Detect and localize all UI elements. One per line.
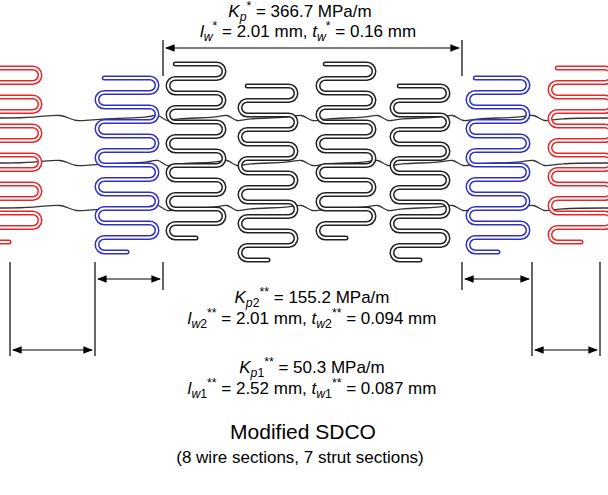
wire-outline [240,86,296,260]
wire-core [0,68,40,242]
wire-core [168,64,224,238]
wire-section [240,86,296,260]
wire-section [392,86,448,260]
dimension-label: lw* = 2.01 mm, tw* = 0.16 mm [200,22,416,42]
wire-section [550,68,608,242]
wire-core [97,78,157,252]
wire-section [318,64,374,238]
wire-outline [0,68,40,242]
stiffness-label: Kp* = 366.7 MPa/m [228,2,371,22]
wire-core [318,64,374,238]
dimension-label: lw2** = 2.01 mm, tw2** = 0.094 mm [188,309,437,329]
wire-section [97,78,157,252]
wire-core [392,86,448,260]
note-label: (8 wire sections, 7 strut sections) [176,448,424,468]
wire-outline [97,78,157,252]
wire-core [240,86,296,260]
wire-outline [550,68,608,242]
stiffness-label: Kp1** = 50.3 MPa/m [239,358,385,378]
caption: Modified SDCO [230,420,376,444]
wire-core [550,68,608,242]
dimension-label: lw1** = 2.52 mm, tw1** = 0.087 mm [188,379,437,399]
dimension-lines [10,40,600,356]
wire-section [0,68,40,242]
wire-sections [0,64,608,260]
wire-outline [168,64,224,238]
wire-outline [318,64,374,238]
wire-core [468,78,528,252]
wire-outline [392,86,448,260]
wire-section [468,78,528,252]
wire-section [168,64,224,238]
wire-outline [468,78,528,252]
stiffness-label: Kp2** = 155.2 MPa/m [235,288,390,308]
